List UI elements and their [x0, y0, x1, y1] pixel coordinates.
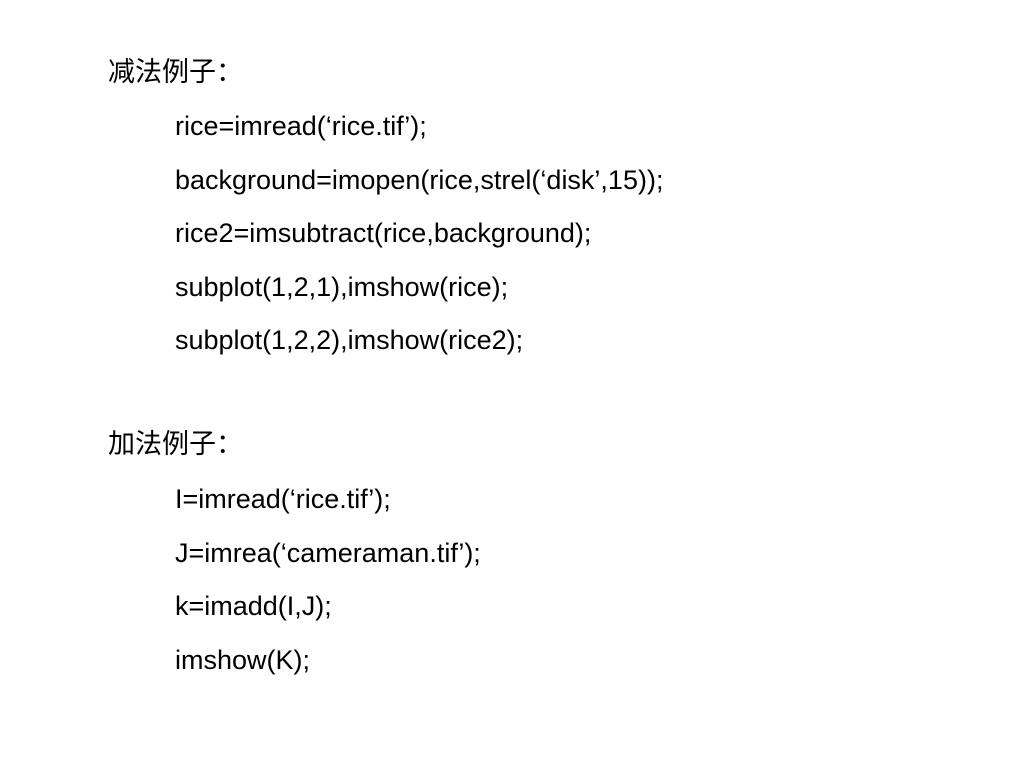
code-line-subtraction-2: background=imopen(rice,strel(‘disk’,15))… — [175, 165, 664, 195]
code-line-addition-4: imshow(K); — [175, 645, 311, 675]
addition-example-heading: 加法例子： — [108, 429, 243, 460]
code-line-subtraction-4: subplot(1,2,1),imshow(rice); — [175, 272, 509, 302]
code-line-addition-2: J=imrea(‘cameraman.tif’); — [175, 538, 481, 568]
code-line-addition-3: k=imadd(I,J); — [175, 591, 332, 621]
code-line-subtraction-3: rice2=imsubtract(rice,background); — [175, 218, 592, 248]
code-line-subtraction-1: rice=imread(‘rice.tif’); — [175, 111, 427, 141]
code-line-addition-1: I=imread(‘rice.tif’); — [175, 484, 391, 514]
subtraction-example-heading: 减法例子： — [108, 57, 243, 88]
code-line-subtraction-5: subplot(1,2,2),imshow(rice2); — [175, 325, 524, 355]
